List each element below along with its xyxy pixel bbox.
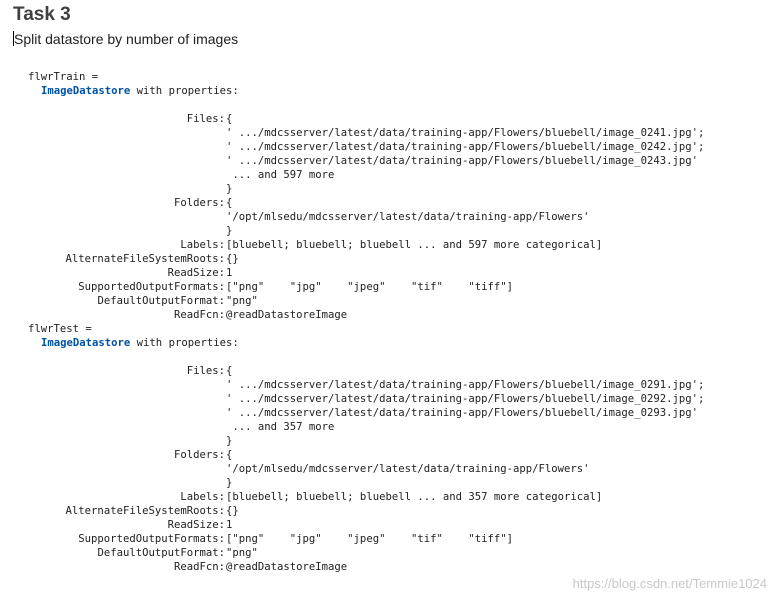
prop-value: { (226, 113, 233, 125)
train-labels-prop: Labels:[bluebell; bluebell; bluebell ...… (28, 238, 776, 252)
test-folders-prop: Folders:{ (28, 448, 776, 462)
train-altroots-prop: AlternateFileSystemRoots:{} (28, 252, 776, 266)
prop-key: ReadFcn: (173, 561, 225, 573)
prop-key: DefaultOutputFormat: (97, 295, 225, 307)
test-file-entry: ' .../mdcsserver/latest/data/training-ap… (226, 379, 705, 391)
prop-key: Labels: (180, 239, 225, 251)
train-file-entry: ' .../mdcsserver/latest/data/training-ap… (226, 155, 698, 167)
test-with-props: with properties: (130, 337, 239, 349)
prop-value: [bluebell; bluebell; bluebell ... and 35… (226, 491, 603, 503)
prop-value: [bluebell; bluebell; bluebell ... and 59… (226, 239, 603, 251)
train-file-entry: ' .../mdcsserver/latest/data/training-ap… (226, 141, 705, 153)
train-supported-prop: SupportedOutputFormats:["png" "jpg" "jpe… (28, 280, 776, 294)
prop-key: SupportedOutputFormats: (78, 533, 225, 545)
prop-value: @readDatastoreImage (226, 309, 348, 321)
prop-key: SupportedOutputFormats: (78, 281, 225, 293)
train-files-more: ... and 597 more (226, 169, 335, 181)
prop-key: Folders: (173, 197, 225, 209)
train-class-link[interactable]: ImageDatastore (41, 85, 131, 97)
prop-value: "png" (226, 295, 258, 307)
prop-key: Files: (186, 365, 225, 377)
prop-key: AlternateFileSystemRoots: (65, 505, 225, 517)
test-readsize-prop: ReadSize:1 (28, 518, 776, 532)
prop-value: @readDatastoreImage (226, 561, 348, 573)
test-altroots-prop: AlternateFileSystemRoots:{} (28, 504, 776, 518)
train-files-close: } (226, 183, 233, 195)
prop-value: ["png" "jpg" "jpeg" "tif" "tiff"] (226, 281, 514, 293)
prop-key: DefaultOutputFormat: (97, 547, 225, 559)
train-folder-entry: '/opt/mlsedu/mdcsserver/latest/data/trai… (226, 211, 590, 223)
test-readfcn-prop: ReadFcn:@readDatastoreImage (28, 560, 776, 574)
test-labels-prop: Labels:[bluebell; bluebell; bluebell ...… (28, 490, 776, 504)
prop-key: AlternateFileSystemRoots: (65, 253, 225, 265)
prop-value: {} (226, 505, 239, 517)
prop-value: {} (226, 253, 239, 265)
test-supported-prop: SupportedOutputFormats:["png" "jpg" "jpe… (28, 532, 776, 546)
watermark: https://blog.csdn.net/Temmie1024 (572, 576, 767, 591)
test-files-more: ... and 357 more (226, 421, 335, 433)
train-default-prop: DefaultOutputFormat:"png" (28, 294, 776, 308)
text-cursor (13, 31, 14, 46)
test-class-line: ImageDatastore with properties: (28, 336, 776, 350)
prop-key: Files: (186, 113, 225, 125)
task-title: Task 3 (13, 4, 71, 25)
prop-key: ReadFcn: (173, 309, 225, 321)
train-with-props: with properties: (130, 85, 239, 97)
test-var-line: flwrTest = (28, 323, 92, 335)
spacer (28, 350, 776, 364)
test-folder-entry: '/opt/mlsedu/mdcsserver/latest/data/trai… (226, 463, 590, 475)
prop-value: 1 (226, 519, 233, 531)
train-readsize-prop: ReadSize:1 (28, 266, 776, 280)
test-folders-close: } (226, 477, 233, 489)
task-description-text: Split datastore by number of images (14, 31, 239, 47)
prop-value: "png" (226, 547, 258, 559)
test-file-entry: ' .../mdcsserver/latest/data/training-ap… (226, 393, 705, 405)
task-description[interactable]: Split datastore by number of images (13, 31, 238, 47)
prop-value: ["png" "jpg" "jpeg" "tif" "tiff"] (226, 533, 514, 545)
prop-key: Labels: (180, 491, 225, 503)
train-var-line: flwrTrain = (28, 71, 99, 83)
prop-value: { (226, 197, 233, 209)
test-file-entry: ' .../mdcsserver/latest/data/training-ap… (226, 407, 698, 419)
train-files-prop: Files:{ (28, 112, 776, 126)
prop-value: 1 (226, 267, 233, 279)
train-class-line: ImageDatastore with properties: (28, 84, 776, 98)
train-readfcn-prop: ReadFcn:@readDatastoreImage (28, 308, 776, 322)
test-class-link[interactable]: ImageDatastore (41, 337, 131, 349)
prop-key: Folders: (173, 449, 225, 461)
prop-value: { (226, 365, 233, 377)
command-output: flwrTrain = ImageDatastore with properti… (28, 70, 776, 574)
spacer (28, 98, 776, 112)
prop-key: ReadSize: (167, 267, 225, 279)
test-files-prop: Files:{ (28, 364, 776, 378)
prop-value: { (226, 449, 233, 461)
train-folders-close: } (226, 225, 233, 237)
test-files-close: } (226, 435, 233, 447)
train-folders-prop: Folders:{ (28, 196, 776, 210)
prop-key: ReadSize: (167, 519, 225, 531)
test-default-prop: DefaultOutputFormat:"png" (28, 546, 776, 560)
train-file-entry: ' .../mdcsserver/latest/data/training-ap… (226, 127, 705, 139)
